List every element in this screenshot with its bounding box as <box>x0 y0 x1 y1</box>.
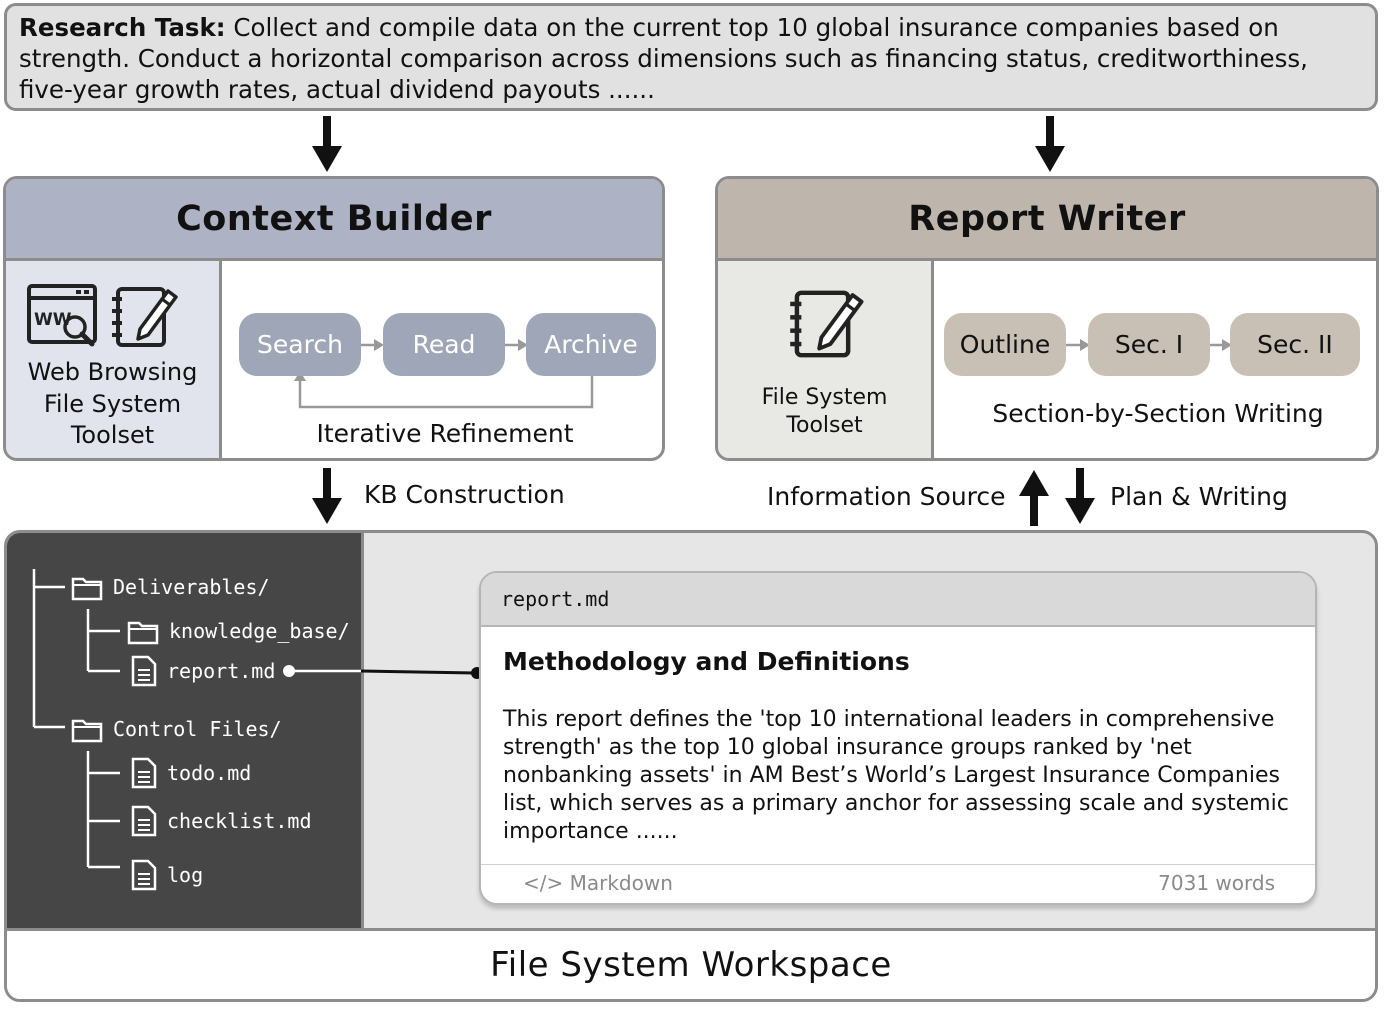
file-edit-icon <box>790 290 864 358</box>
context-builder-module: Context Builder WW Web Browsing File Sys… <box>3 176 665 461</box>
kb-construction-label: KB Construction <box>364 480 565 509</box>
section-writing-caption: Section-by-Section Writing <box>992 399 1324 428</box>
report-document-card: report.md Methodology and Definitions Th… <box>479 571 1317 905</box>
information-source-label: Information Source <box>767 482 1006 511</box>
document-heading: Methodology and Definitions <box>503 647 910 676</box>
document-footer: </> Markdown 7031 words <box>481 864 1315 903</box>
document-format: </> Markdown <box>523 871 673 895</box>
report-writer-module: Report Writer File System Toolset Outlin… <box>715 176 1379 461</box>
arrow-right-icon <box>360 339 384 351</box>
tree-item-label: knowledge_base/ <box>169 619 350 643</box>
tree-item-label: report.md <box>167 659 276 683</box>
context-builder-title: Context Builder <box>6 179 662 261</box>
document-body: This report defines the 'top 10 internat… <box>503 707 1289 844</box>
report-link-connector <box>361 667 483 679</box>
tree-item-checklist[interactable]: checklist.md <box>131 805 312 837</box>
report-writer-title: Report Writer <box>718 179 1376 261</box>
tree-item-deliverables[interactable]: Deliverables/ <box>71 573 270 601</box>
file-icon <box>131 655 157 687</box>
tree-item-log[interactable]: log <box>131 859 203 891</box>
arrow-down-icon <box>312 116 342 172</box>
svg-text:WW: WW <box>34 310 72 330</box>
web-browser-icon: WW <box>27 284 97 347</box>
report-writer-toolset: File System Toolset <box>718 261 934 458</box>
tree-item-todo[interactable]: todo.md <box>131 757 251 789</box>
toolset-line-2: Toolset <box>786 413 863 438</box>
folder-icon <box>71 577 103 601</box>
task-prefix: Research Task: <box>19 13 226 42</box>
document-filename: report.md <box>481 573 1315 627</box>
file-edit-icon <box>112 287 178 347</box>
file-icon <box>131 859 157 891</box>
tree-item-knowledge-base[interactable]: knowledge_base/ <box>127 617 350 645</box>
file-icon <box>131 805 157 837</box>
file-tree: Deliverables/ knowledge_base/ report.md … <box>7 533 364 929</box>
refinement-loop-arrow <box>294 371 594 409</box>
arrow-down-icon <box>1035 116 1065 172</box>
arrow-down-icon <box>312 468 342 524</box>
tree-item-control-files[interactable]: Control Files/ <box>71 715 282 743</box>
arrow-down-icon <box>1065 468 1095 524</box>
step-sec-1: Sec. I <box>1088 313 1210 376</box>
arrow-right-icon <box>504 339 528 351</box>
toolset-line-2: File System <box>43 390 182 418</box>
folder-icon <box>71 719 103 743</box>
tree-item-label: log <box>167 863 204 887</box>
tree-connectors <box>32 569 361 869</box>
iterative-refinement-caption: Iterative Refinement <box>316 419 574 448</box>
task-text: Collect and compile data on the current … <box>19 13 1308 104</box>
toolset-line-1: File System <box>761 385 888 410</box>
document-word-count: 7031 words <box>1158 871 1275 895</box>
context-builder-toolset: WW Web Browsing File System Toolset <box>6 261 222 458</box>
toolset-line-3: Toolset <box>70 421 155 449</box>
step-outline: Outline <box>944 313 1066 376</box>
step-search: Search <box>239 313 361 376</box>
toolset-line-1: Web Browsing <box>27 358 198 386</box>
file-system-workspace: Deliverables/ knowledge_base/ report.md … <box>4 530 1378 1002</box>
arrow-up-icon <box>1019 470 1049 526</box>
step-archive: Archive <box>526 313 656 376</box>
arrow-right-icon <box>1208 339 1232 351</box>
step-read: Read <box>383 313 505 376</box>
tree-item-label: todo.md <box>167 761 252 785</box>
tree-item-label: Deliverables/ <box>113 575 270 599</box>
tree-item-report[interactable]: report.md <box>131 655 275 687</box>
research-task-box: Research Task: Collect and compile data … <box>4 3 1378 111</box>
workspace-title: File System Workspace <box>7 928 1375 999</box>
folder-icon <box>127 621 159 645</box>
step-sec-2: Sec. II <box>1230 313 1360 376</box>
tree-item-label: Control Files/ <box>113 717 282 741</box>
plan-writing-label: Plan & Writing <box>1110 482 1288 511</box>
file-icon <box>131 757 157 789</box>
arrow-right-icon <box>1066 339 1090 351</box>
tree-item-label: checklist.md <box>167 809 312 833</box>
